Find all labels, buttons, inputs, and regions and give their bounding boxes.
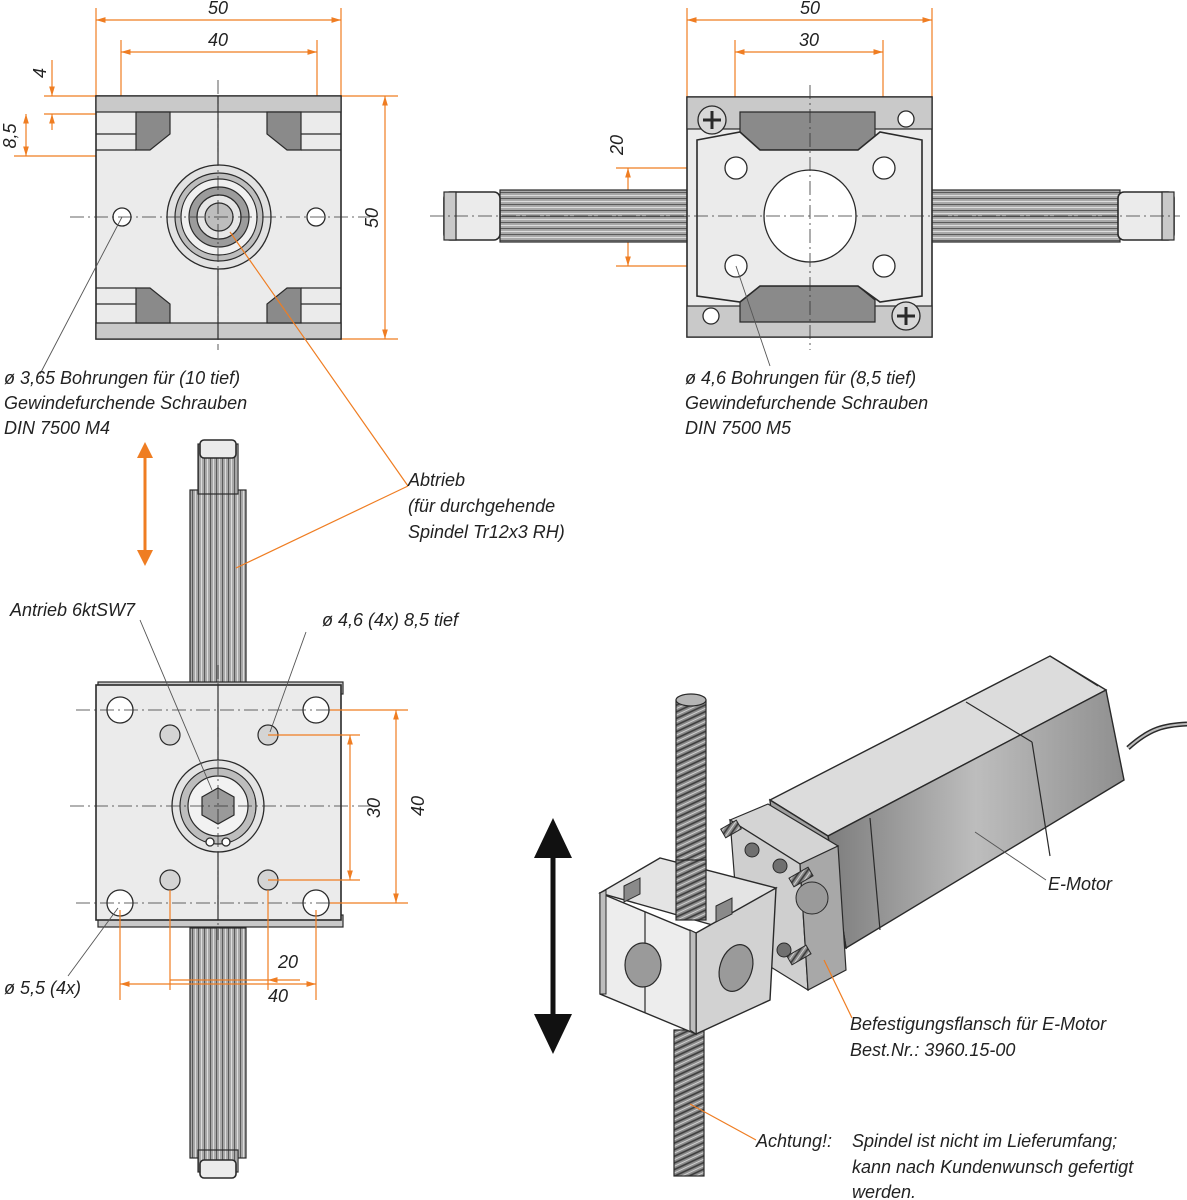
top-left-callout: ø 3,65 Bohrungen für (10 tief) Gewindefu… bbox=[4, 368, 247, 438]
note-line-2: kann nach Kundenwunsch gefertigt bbox=[852, 1157, 1134, 1177]
dim-30-vertical: 30 bbox=[364, 798, 384, 818]
dim-50-height: 50 bbox=[362, 208, 382, 228]
callout-line-2: Gewindefurchende Schrauben bbox=[4, 393, 247, 413]
flange-label: Befestigungsflansch für E-Motor Best.Nr.… bbox=[850, 1014, 1107, 1060]
top-right-callout: ø 4,6 Bohrungen für (8,5 tief) Gewindefu… bbox=[685, 368, 928, 438]
top-left-view: 50 40 4 8,5 50 ø bbox=[0, 0, 409, 487]
note-line-3: werden. bbox=[852, 1182, 916, 1200]
note-label: Achtung!: Spindel ist nicht im Lieferumf… bbox=[755, 1131, 1134, 1200]
top-left-dimensions bbox=[14, 8, 398, 340]
dim-20-height: 20 bbox=[607, 135, 627, 156]
note-prefix: Achtung!: bbox=[755, 1131, 832, 1151]
travel-arrow-icon bbox=[534, 818, 572, 1054]
flange-line-1: Befestigungsflansch für E-Motor bbox=[850, 1014, 1107, 1034]
dim-50-width-right: 50 bbox=[800, 0, 820, 18]
e-motor-label: E-Motor bbox=[1048, 874, 1113, 894]
holes-bottom-label: ø 5,5 (4x) bbox=[4, 978, 81, 998]
abtrieb-label: Abtrieb (für durchgehende Spindel Tr12x3… bbox=[407, 470, 565, 542]
callout-line-3: DIN 7500 M5 bbox=[685, 418, 792, 438]
holes-top-label: ø 4,6 (4x) 8,5 tief bbox=[322, 610, 460, 630]
isometric-view: E-Motor Befestigungsflansch für E-Motor … bbox=[534, 655, 1187, 1200]
dim-40-width: 40 bbox=[208, 30, 228, 50]
dim-20-horizontal: 20 bbox=[277, 952, 298, 972]
front-housing bbox=[95, 681, 344, 928]
callout-line-3: DIN 7500 M4 bbox=[4, 418, 110, 438]
callout-line-2: Gewindefurchende Schrauben bbox=[685, 393, 928, 413]
front-dimensions bbox=[119, 709, 408, 1000]
iso-housing bbox=[598, 857, 778, 1036]
abtrieb-line-1: Abtrieb bbox=[407, 470, 465, 490]
abtrieb-line-2: (für durchgehende bbox=[408, 496, 555, 516]
top-right-view: 50 30 20 bbox=[430, 0, 1180, 438]
note-line-1: Spindel ist nicht im Lieferumfang; bbox=[852, 1131, 1117, 1151]
vertical-spindle bbox=[189, 439, 247, 1179]
abtrieb-line-3: Spindel Tr12x3 RH) bbox=[408, 522, 565, 542]
flange-line-2: Best.Nr.: 3960.15-00 bbox=[850, 1040, 1015, 1060]
top-right-housing bbox=[686, 96, 933, 338]
callout-line-1: ø 3,65 Bohrungen für (10 tief) bbox=[4, 368, 240, 388]
dim-4: 4 bbox=[30, 68, 50, 78]
dim-40-horizontal: 40 bbox=[268, 986, 288, 1006]
dim-8-5: 8,5 bbox=[0, 123, 20, 149]
dim-30-width: 30 bbox=[799, 30, 819, 50]
dim-50-width: 50 bbox=[208, 0, 228, 18]
dim-40-vertical: 40 bbox=[408, 796, 428, 816]
antrieb-label: Antrieb 6ktSW7 bbox=[9, 600, 136, 620]
callout-line-1: ø 4,6 Bohrungen für (8,5 tief) bbox=[685, 368, 916, 388]
top-left-housing bbox=[95, 95, 342, 340]
front-view: 30 40 20 40 Abtrieb (für durchgehende Sp… bbox=[4, 439, 565, 1179]
